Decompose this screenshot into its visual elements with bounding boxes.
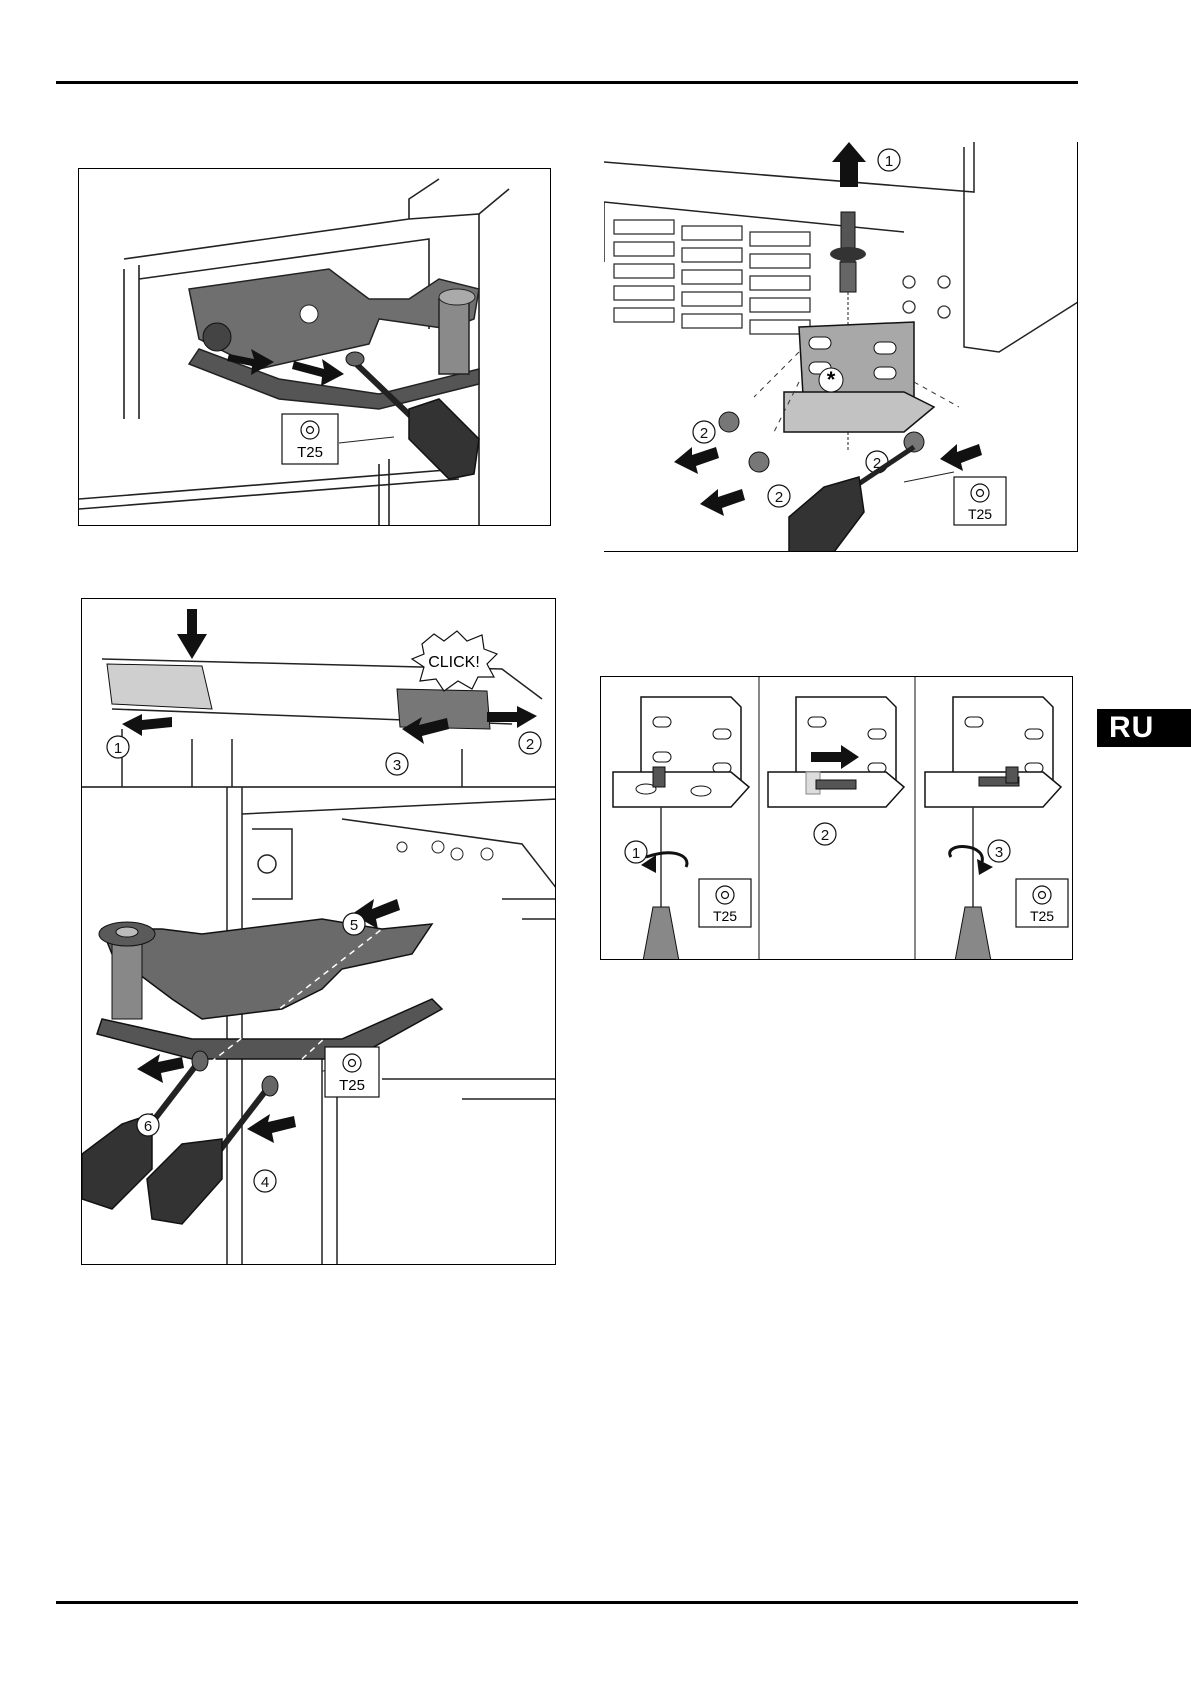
tool-size-label: T25 xyxy=(297,444,323,461)
figure-hinge-mounting: CLICK! xyxy=(81,598,556,1265)
screwdriver-icon xyxy=(789,447,914,552)
torx-badge: T25 xyxy=(954,477,1006,525)
hinge-mounting-illustration: CLICK! xyxy=(82,599,556,1265)
step-number: 5 xyxy=(350,917,358,934)
step-number: 3 xyxy=(995,844,1003,861)
tool-size-label: T25 xyxy=(968,506,992,522)
arrow-icon xyxy=(122,714,172,736)
arrow-icon xyxy=(177,609,207,659)
header-rule xyxy=(56,81,1078,84)
language-tab: RU xyxy=(1097,709,1191,747)
bracket-removal-illustration: * 1 2 2 2 T2 xyxy=(604,142,1078,552)
hinge-body xyxy=(189,269,479,409)
step-number: 2 xyxy=(526,736,534,753)
step-number: 2 xyxy=(821,827,829,844)
bracket-adjustment-illustration: 1 2 3 T25 T25 xyxy=(601,677,1073,960)
figure-bracket-adjustment: 1 2 3 T25 T25 xyxy=(600,676,1073,960)
figure-bracket-removal: * 1 2 2 2 T2 xyxy=(604,142,1078,552)
tool-size-label: T25 xyxy=(1030,908,1054,924)
arrow-icon xyxy=(487,706,537,728)
torx-badge: T25 xyxy=(325,1047,379,1097)
cover-left xyxy=(107,664,212,709)
screwdriver-icon xyxy=(147,1076,278,1224)
hinge-body xyxy=(97,919,442,1059)
tool-size-label: T25 xyxy=(339,1077,365,1094)
mount-points xyxy=(397,841,493,860)
hinge-removal-illustration: T25 xyxy=(79,169,551,526)
footer-rule xyxy=(56,1601,1078,1604)
ventilation-grille xyxy=(614,220,950,334)
arrow-icon xyxy=(247,1114,296,1143)
step-number: 2 xyxy=(775,489,783,506)
arrow-icon xyxy=(137,1054,184,1083)
step-number: 2 xyxy=(700,425,708,442)
torx-badge: T25 xyxy=(282,414,338,464)
step-number: 1 xyxy=(114,740,122,757)
step-number: 1 xyxy=(632,845,640,862)
step-number: 4 xyxy=(261,1174,269,1191)
asterisk-mark: * xyxy=(827,367,836,392)
bracket-panel-2 xyxy=(768,697,904,807)
click-label: CLICK! xyxy=(428,654,480,671)
hinge-bracket: * xyxy=(784,322,934,432)
click-burst: CLICK! xyxy=(412,631,497,691)
step-number: 6 xyxy=(144,1118,152,1135)
torx-badge: T25 xyxy=(699,879,751,927)
torx-badge: T25 xyxy=(1016,879,1068,927)
step-number: 1 xyxy=(885,153,893,170)
hinge-pin xyxy=(830,212,866,292)
figure-hinge-removal: T25 xyxy=(78,168,551,526)
step-number: 3 xyxy=(393,757,401,774)
tool-size-label: T25 xyxy=(713,908,737,924)
